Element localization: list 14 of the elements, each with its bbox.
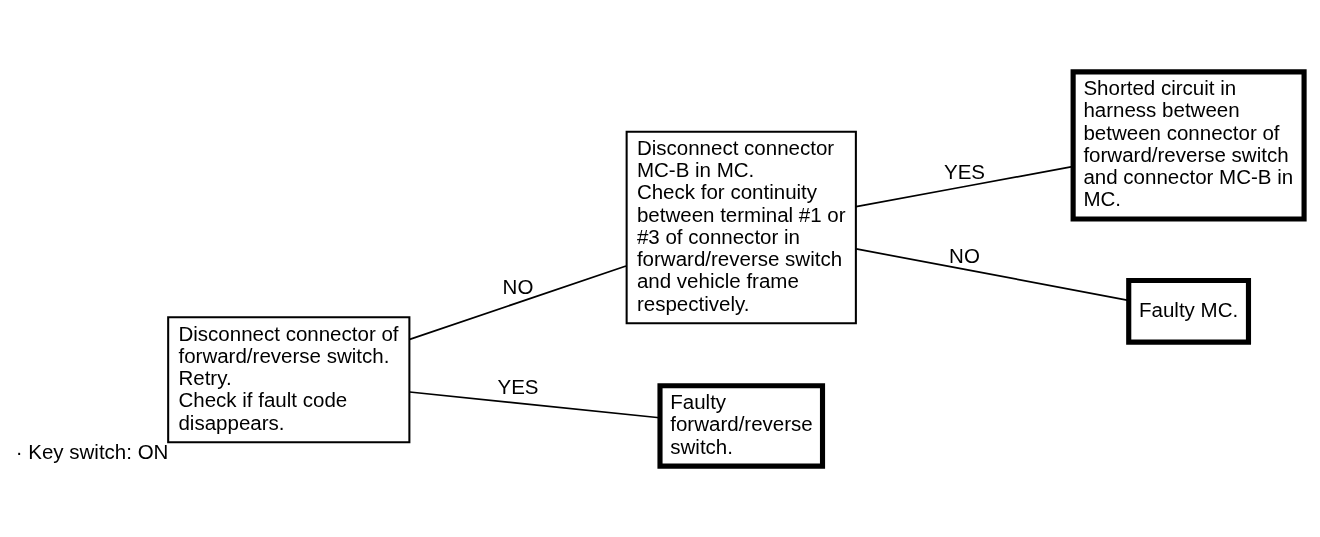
edge-label: YES (943, 159, 986, 183)
node-box: Faulty forward/reverse switch. (657, 382, 826, 469)
connector (408, 390, 661, 419)
connector (855, 247, 1130, 301)
connector (855, 165, 1074, 207)
node-box: Disconnect connector of forward/reverse switch. Retry. Check if fault code disappears. (167, 315, 411, 443)
node-box: Disconnect connector MC-B in MC. Check for continuity between terminal #1 or #3 of connector in forward/reverse switch and vehicle frame respectively. (625, 130, 857, 324)
connector (408, 264, 627, 340)
node-label: · Key switch: ON (15, 439, 169, 463)
edge-label: YES (497, 374, 539, 398)
edge-label: NO (949, 243, 980, 267)
node-box: Faulty MC. (1126, 277, 1252, 345)
node-box: Shorted circuit in harness between between connector of forward/reverse switch and connector MC-B in MC. (1070, 68, 1307, 222)
edge-label: NO (502, 274, 534, 298)
